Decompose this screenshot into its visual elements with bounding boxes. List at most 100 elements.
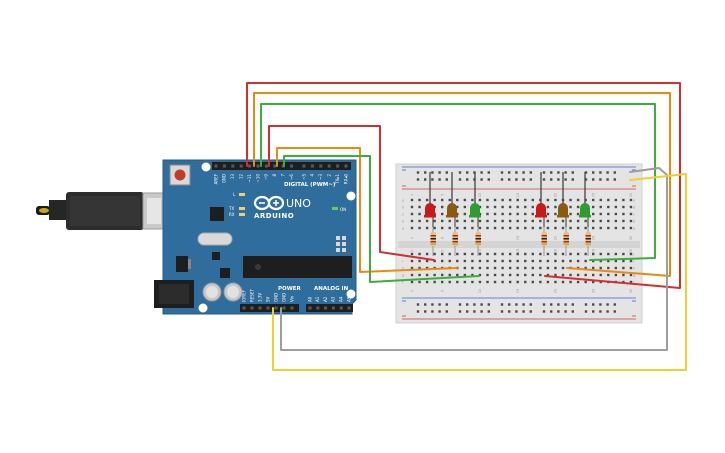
column-number: 10 — [478, 288, 482, 293]
row-letter: a — [633, 226, 635, 230]
header-pin-7[interactable] — [273, 164, 277, 168]
power-label: POWER — [278, 286, 302, 292]
top-pin-label: 7 — [281, 174, 286, 177]
resistor[interactable] — [452, 227, 459, 256]
column-number: 25 — [591, 193, 595, 198]
column-number: 30 — [629, 235, 633, 240]
column-number: 30 — [629, 192, 633, 197]
column-number: 15 — [516, 193, 520, 198]
power-pin-1[interactable] — [250, 306, 254, 310]
digital-label: DIGITAL (PWM~) — [284, 182, 336, 188]
resistor[interactable] — [585, 227, 592, 256]
wire-orange-inner[interactable] — [276, 147, 458, 273]
row-letter: i — [633, 259, 634, 263]
power-pin-label: 5V — [265, 296, 270, 302]
top-pin-label: 4 — [310, 174, 315, 177]
top-pin-label: TX▸1 — [335, 174, 340, 185]
column-number: 25 — [591, 289, 595, 294]
column-number: 10 — [478, 192, 482, 197]
header-pin-6[interactable] — [264, 164, 268, 168]
wire-red-outer[interactable] — [246, 82, 681, 289]
column-number: 30 — [629, 248, 633, 253]
amber-led-2[interactable] — [557, 172, 569, 227]
top-pin-label: RX◂0 — [343, 174, 348, 185]
analog-pin-label: A2 — [323, 296, 328, 302]
top-pin-label: 12 — [239, 174, 244, 180]
wire-green-inner[interactable] — [283, 155, 480, 283]
wire-orange-outer[interactable] — [253, 92, 671, 277]
header-pin-14[interactable] — [336, 164, 340, 168]
header-pin-4[interactable] — [248, 164, 252, 168]
header-pin-11[interactable] — [310, 164, 314, 168]
row-letter: h — [402, 266, 404, 270]
analog-pin-4[interactable] — [339, 306, 343, 310]
power-pin-3[interactable] — [266, 306, 270, 310]
row-letter: e — [402, 198, 405, 202]
top-pin-label: ~3 — [318, 174, 323, 180]
jumper-wires[interactable] — [246, 82, 687, 371]
header-pin-9[interactable] — [290, 164, 294, 168]
analog-header[interactable] — [306, 304, 353, 312]
digital-header[interactable] — [212, 162, 351, 170]
analog-pin-3[interactable] — [331, 306, 335, 310]
row-letter: a — [402, 226, 404, 230]
header-pin-15[interactable] — [344, 164, 348, 168]
crystal-oscillator — [197, 232, 233, 246]
power-pin-0[interactable] — [242, 306, 246, 310]
analog-pin-label: A4 — [339, 296, 344, 302]
column-number: 5 — [440, 194, 444, 196]
red-led-1[interactable] — [424, 172, 436, 227]
power-pin-5[interactable] — [282, 306, 286, 310]
header-pin-5[interactable] — [256, 164, 260, 168]
wire-red-inner[interactable] — [268, 125, 435, 261]
top-pin-label: 8 — [272, 174, 277, 177]
row-letter: c — [633, 212, 635, 216]
header-pin-0[interactable] — [214, 164, 218, 168]
resistor[interactable] — [541, 227, 548, 256]
row-letter: e — [633, 198, 636, 202]
column-number: 5 — [440, 290, 444, 292]
amber-led-1[interactable] — [446, 172, 458, 227]
wire-gray-gnd[interactable] — [280, 167, 668, 351]
green-led-1[interactable] — [469, 172, 481, 227]
analog-pin-label: A5 — [346, 296, 351, 302]
power-pin-6[interactable] — [290, 306, 294, 310]
row-letter: j — [632, 252, 634, 256]
column-number: 25 — [591, 249, 595, 254]
icsp-header — [336, 236, 346, 252]
analog-pin-0[interactable] — [308, 306, 312, 310]
analog-pin-1[interactable] — [316, 306, 320, 310]
power-pin-2[interactable] — [258, 306, 262, 310]
header-pin-10[interactable] — [302, 164, 306, 168]
led-label-l: L — [233, 192, 236, 197]
power-header[interactable] — [240, 304, 299, 312]
reset-button[interactable] — [169, 164, 191, 186]
column-number: 25 — [591, 236, 595, 241]
row-letter: f — [633, 280, 635, 284]
top-pin-label: AREF — [213, 173, 218, 184]
header-pin-13[interactable] — [327, 164, 331, 168]
column-number: 20 — [554, 288, 558, 293]
header-pin-1[interactable] — [222, 164, 226, 168]
column-number: 1 — [410, 237, 414, 239]
header-pin-2[interactable] — [231, 164, 235, 168]
header-pin-12[interactable] — [319, 164, 323, 168]
column-number: 10 — [478, 248, 482, 253]
header-pin-3[interactable] — [239, 164, 243, 168]
red-led-2[interactable] — [535, 172, 547, 227]
analog-pin-2[interactable] — [324, 306, 328, 310]
green-led-2[interactable] — [579, 172, 591, 227]
analog-pin-5[interactable] — [347, 306, 351, 310]
leds-and-resistors[interactable] — [424, 172, 591, 256]
analog-pin-label: A3 — [331, 296, 336, 302]
resistor[interactable] — [430, 227, 437, 256]
resistor[interactable] — [475, 227, 482, 256]
resistor[interactable] — [563, 227, 570, 256]
wire-yellow-5v[interactable] — [272, 173, 687, 371]
power-pin-4[interactable] — [274, 306, 278, 310]
top-pin-label: ~11 — [247, 174, 252, 183]
row-letter: b — [402, 219, 405, 223]
column-number: 1 — [410, 194, 414, 196]
wire-green-outer[interactable] — [260, 103, 656, 261]
